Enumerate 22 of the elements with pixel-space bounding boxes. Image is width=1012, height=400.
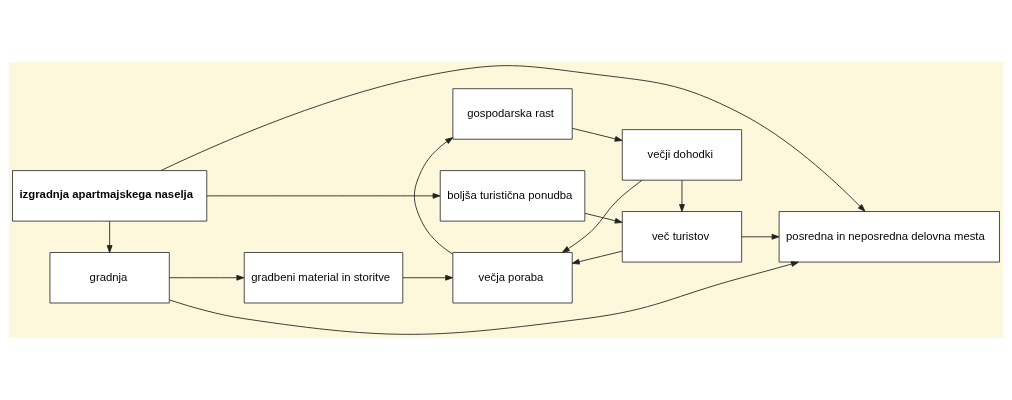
arrow	[679, 179, 685, 212]
node-box: gradnja	[49, 252, 170, 304]
node-box: gospodarska rast	[452, 88, 573, 140]
arrow	[402, 274, 454, 281]
arrow	[168, 274, 245, 281]
node-box: večji dohodki	[621, 129, 743, 181]
arrow	[571, 127, 623, 142]
arrow	[571, 250, 623, 265]
arrow	[106, 220, 113, 253]
node-box: večja poraba	[452, 252, 573, 304]
node-box: več turistov	[621, 211, 743, 263]
node-box: gradbeni material in storitve	[243, 252, 404, 304]
arrow	[160, 65, 866, 212]
arrow	[413, 137, 454, 255]
arrow	[741, 233, 780, 240]
arrow	[169, 261, 799, 335]
arrow	[584, 212, 623, 224]
node-box: boljša turistična ponudba	[439, 170, 586, 222]
arrow	[561, 179, 643, 253]
arrow	[206, 193, 441, 199]
node-box: izgradnja apartmajskega naselja	[12, 170, 208, 222]
node-box: posredna in neposredna delovna mesta	[778, 211, 1000, 263]
